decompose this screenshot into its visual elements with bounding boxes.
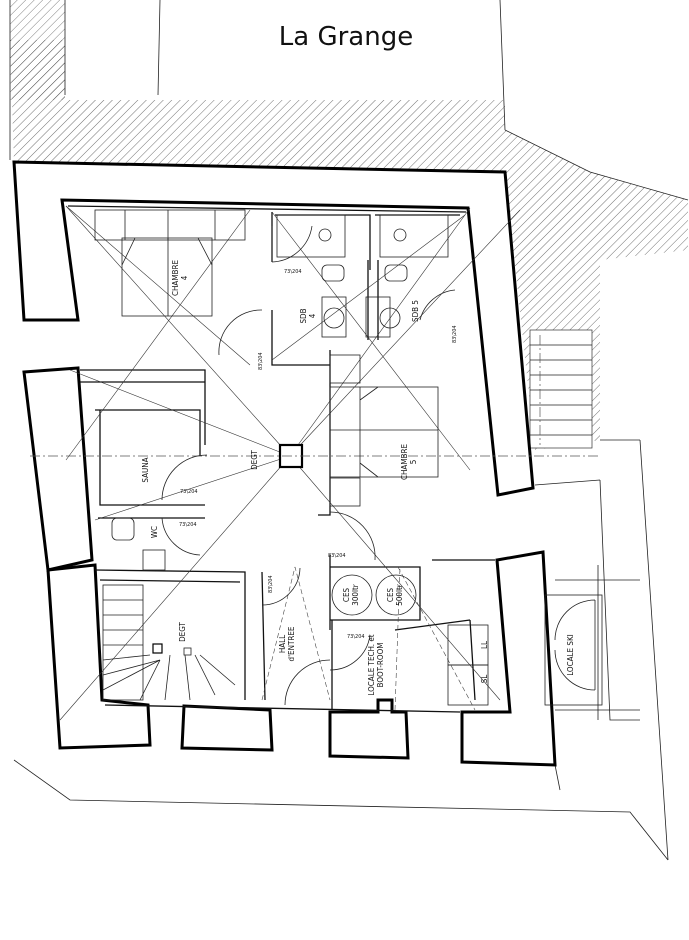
label-sdb-4-num: 4 — [308, 313, 317, 318]
toilet-icon — [111, 517, 135, 541]
exterior-walls — [12, 160, 557, 767]
label-hall: HALL — [278, 635, 287, 653]
room-labels: CHAMBRE 4 SDB 4 SDB 5 CHAMBRE 5 DEGT SAU… — [141, 260, 575, 696]
label-sauna: SAUNA — [141, 457, 150, 482]
label-chambre-4-num: 4 — [180, 275, 189, 280]
door-dim: 83\204 — [268, 575, 274, 593]
utility-units — [447, 565, 640, 720]
label-chambre-5-num: 5 — [409, 460, 418, 465]
door-dim: 83\204 — [452, 325, 458, 343]
label-degt-lower: DEGT — [178, 622, 187, 642]
label-wc: WC — [150, 526, 159, 538]
door-dim: 83\204 — [328, 553, 346, 559]
ces-tanks — [331, 574, 417, 616]
label-sl: SL — [480, 675, 489, 684]
label-locale-ski: LOCALE SKI — [566, 634, 575, 676]
door-dim: 83\204 — [258, 352, 264, 370]
door-dimension-labels: 73\204 83\204 83\204 73\204 73\204 83\20… — [179, 269, 458, 640]
plan-title: La Grange — [279, 22, 413, 52]
door-dim: 73\204 — [179, 522, 197, 528]
label-boot-room: BOOT-ROOM — [376, 643, 385, 688]
bed-chambre-5 — [329, 354, 439, 507]
label-chambre-5: CHAMBRE — [400, 444, 409, 481]
label-ces-500: CES — [386, 588, 395, 603]
interior-staircase — [102, 584, 236, 701]
label-ces-300: CES — [342, 588, 351, 603]
door-dim: 73\204 — [284, 269, 302, 275]
label-ll: LL — [480, 641, 489, 649]
label-hall-entree: d'ENTREE — [287, 626, 296, 661]
bathroom-fixtures — [111, 214, 449, 571]
label-ces-500-cap: 500ltr — [395, 584, 404, 606]
label-sdb-5: SDB 5 — [411, 300, 420, 322]
label-locale-tech: LOCALE TECH. et — [367, 634, 376, 695]
hatched-terrain — [10, 0, 689, 450]
label-degt-upper: DEGT — [250, 450, 259, 470]
door-dim: 73\204 — [347, 634, 365, 640]
label-sdb-4: SDB — [299, 308, 308, 323]
label-chambre-4: CHAMBRE — [171, 260, 180, 297]
door-dim: 73\204 — [180, 489, 198, 495]
doors — [161, 225, 596, 706]
bed-chambre-4 — [94, 209, 246, 317]
exterior-stairs — [529, 329, 593, 449]
label-ces-300-cap: 300ltr — [351, 584, 360, 606]
